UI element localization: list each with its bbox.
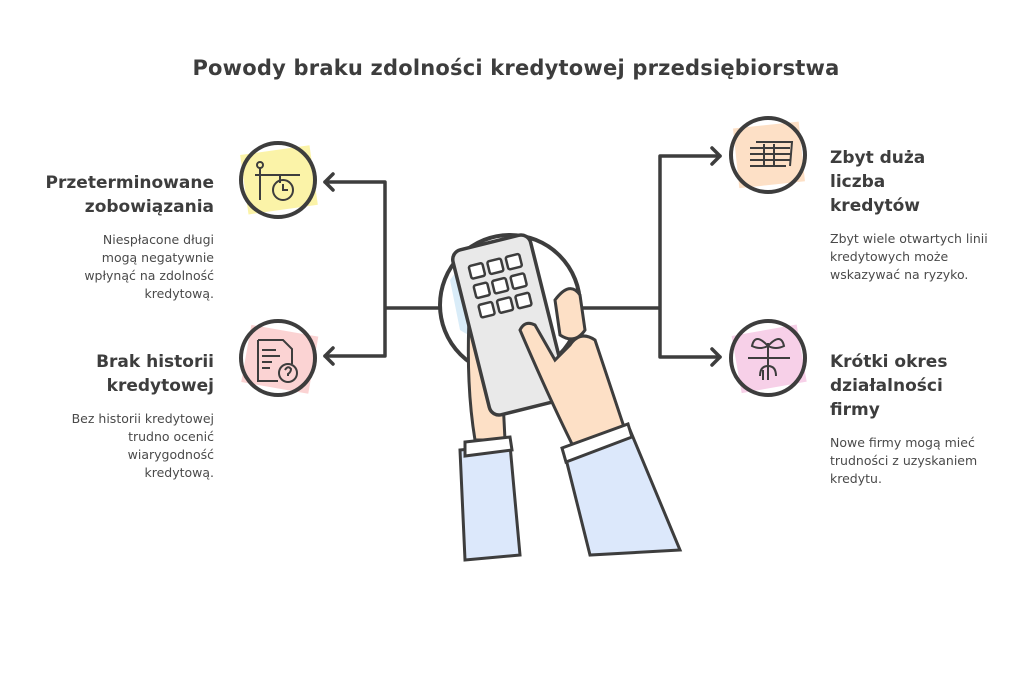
item-title: Zbyt duża liczba kredytów <box>830 148 926 216</box>
overdue-clock-icon <box>239 141 318 219</box>
item-description: Bez historii kredytowej trudno ocenić wi… <box>71 411 214 480</box>
left-connector <box>323 180 442 358</box>
money-stack-icon <box>729 116 807 194</box>
item-title: Brak historii kredytowej <box>96 352 214 396</box>
right-arrowheads <box>710 146 722 367</box>
hand-calculator-icon <box>438 233 683 562</box>
item-overdue-obligations: Przeterminowane zobowiązania Niespłacone… <box>14 171 214 303</box>
item-title: Przeterminowane zobowiązania <box>45 173 214 217</box>
item-title: Krótki okres działalności firmy <box>830 352 948 420</box>
page-title: Powody braku zdolności kredytowej przeds… <box>192 56 840 80</box>
item-short-business-period: Krótki okres działalności firmy Nowe fir… <box>830 350 995 488</box>
item-description: Niespłacone długi mogą negatywnie wpłyną… <box>84 232 214 301</box>
sprout-icon <box>729 319 807 397</box>
item-description: Zbyt wiele otwartych linii kredytowych m… <box>830 231 988 282</box>
item-too-many-loans: Zbyt duża liczba kredytów Zbyt wiele otw… <box>830 146 995 284</box>
document-question-icon <box>239 319 319 397</box>
item-description: Nowe firmy mogą mieć trudności z uzyskan… <box>830 435 978 486</box>
item-no-credit-history: Brak historii kredytowej Bez historii kr… <box>14 350 214 482</box>
connectors <box>323 146 722 367</box>
right-connector <box>580 154 722 359</box>
left-arrowheads <box>323 172 335 366</box>
